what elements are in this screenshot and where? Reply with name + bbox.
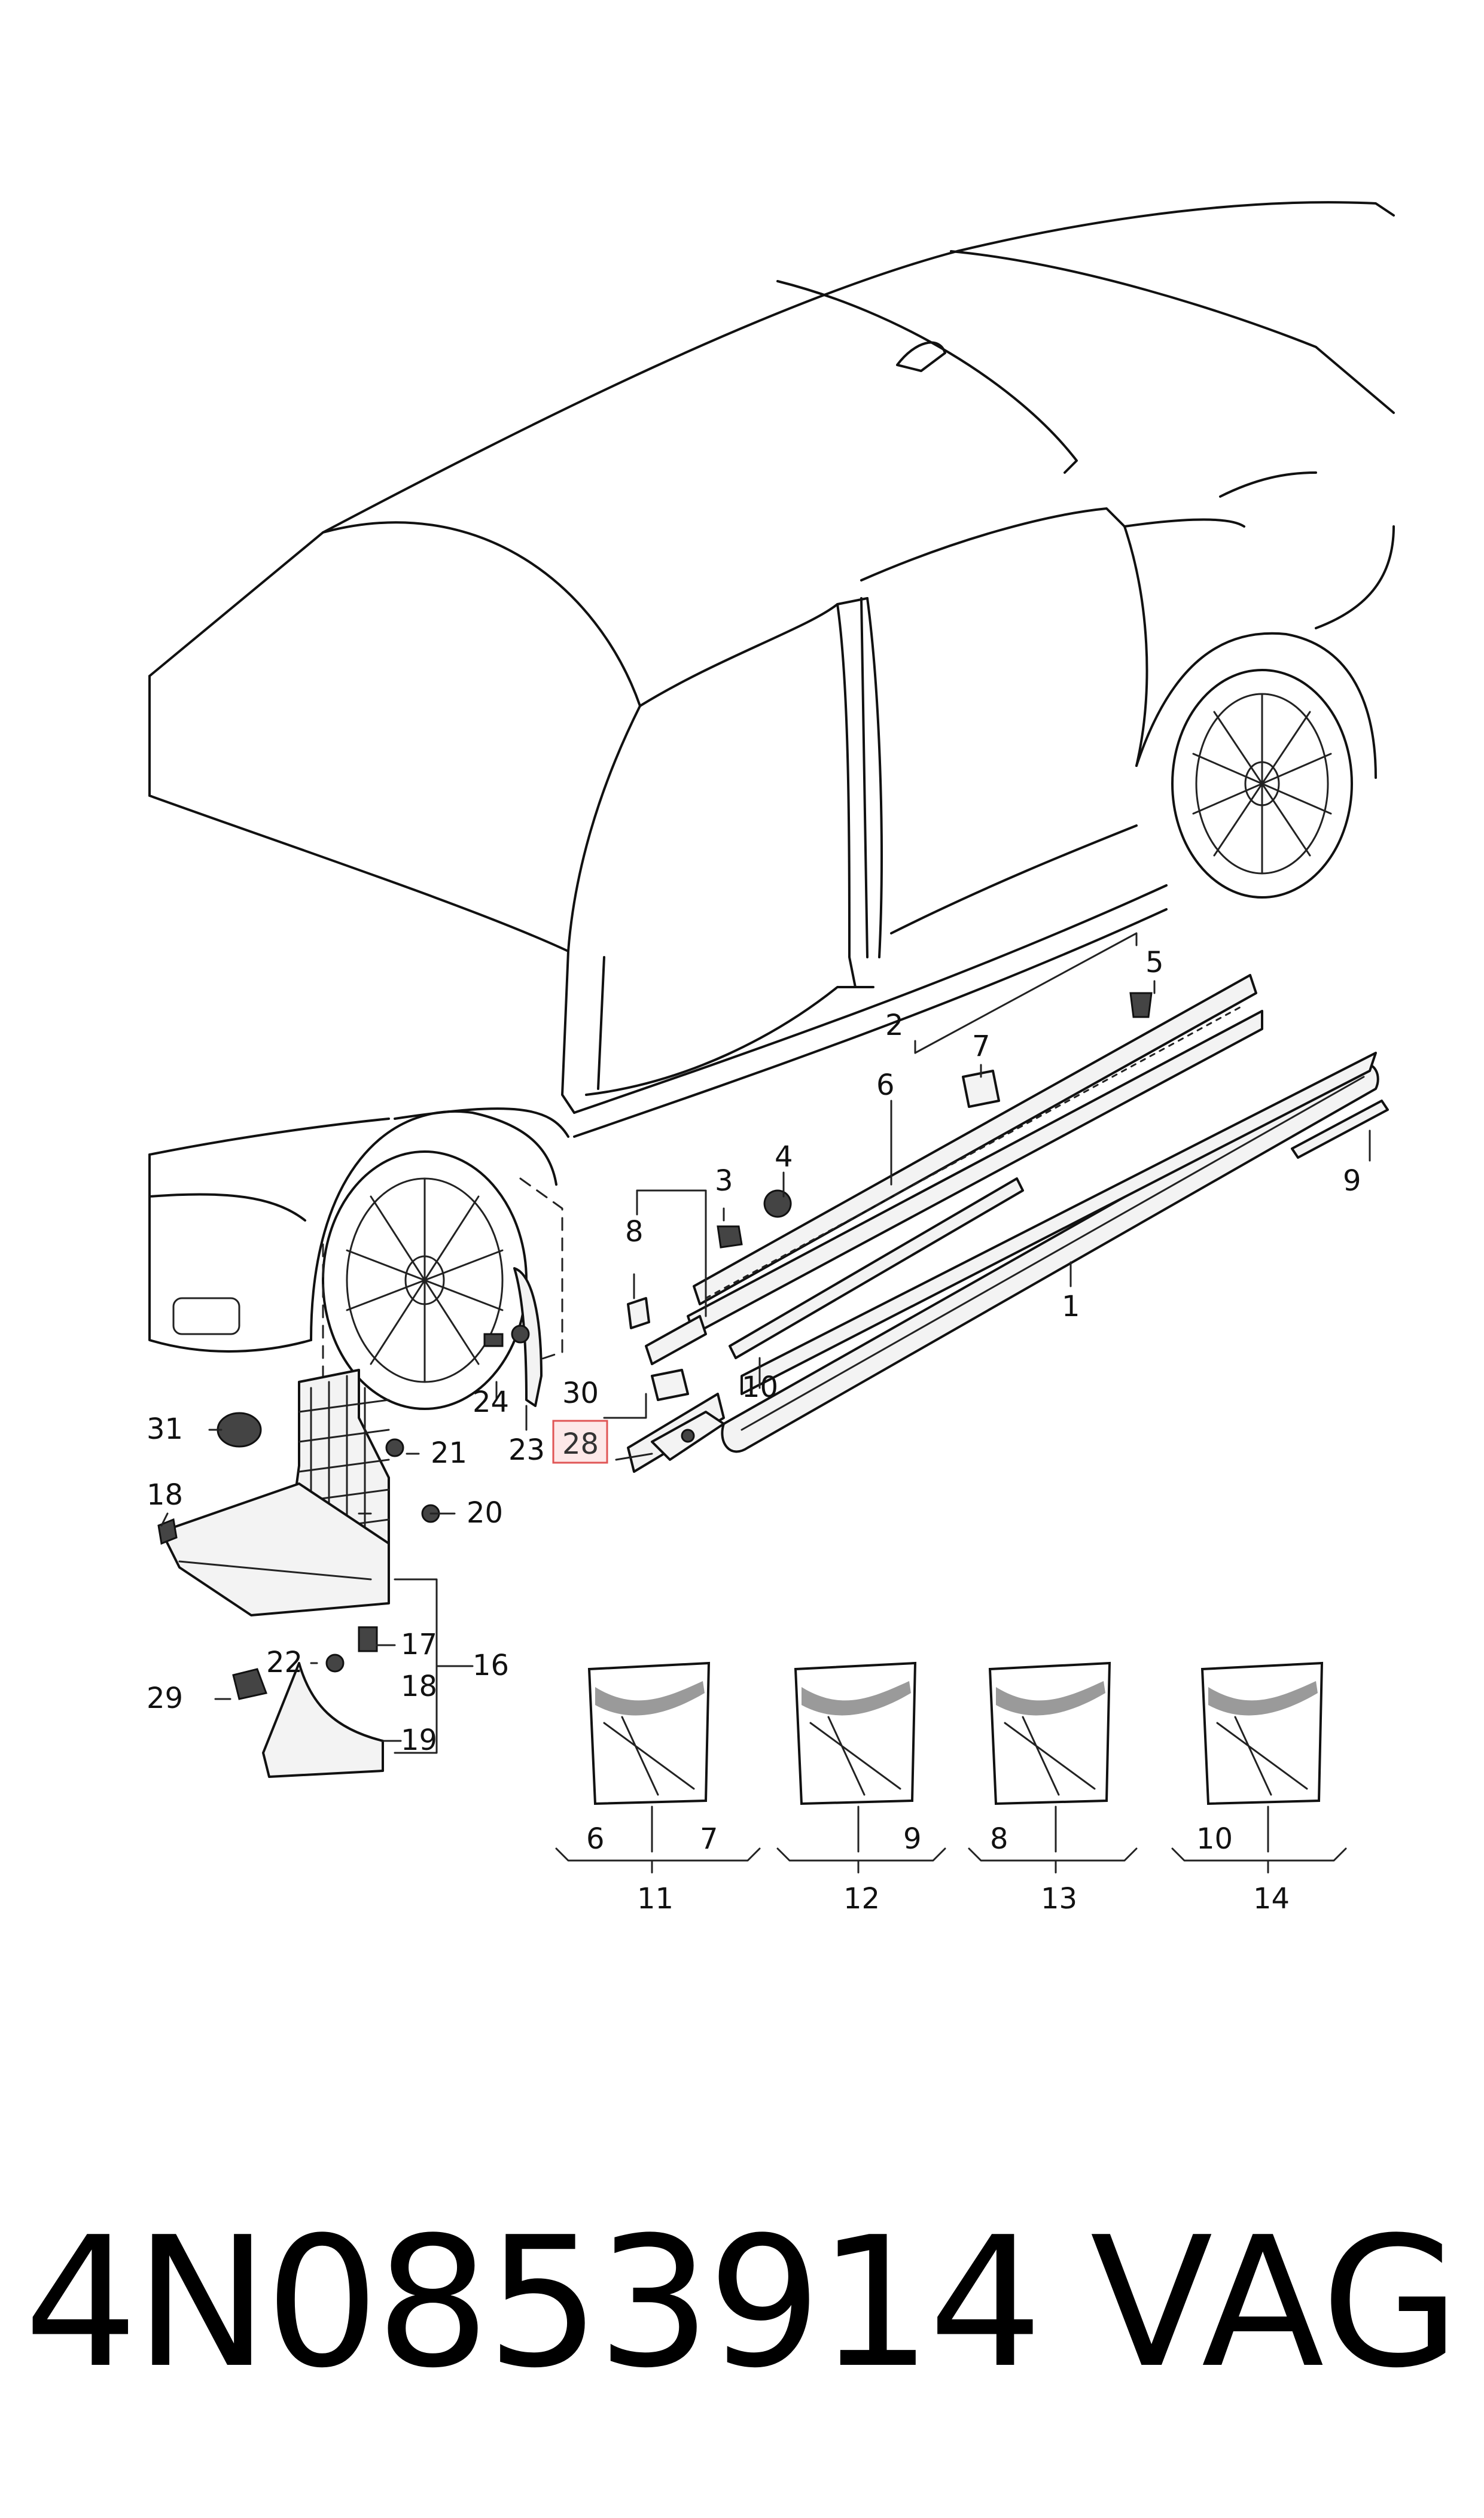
callout-7: 7 [972, 1030, 991, 1063]
kit-bag-14: 10 14 [1171, 1661, 1347, 1916]
callout-4: 4 [775, 1140, 793, 1174]
kit-11-right: 7 [700, 1822, 718, 1856]
brand-label: VAG [1090, 2199, 1460, 2407]
callout-21: 21 [431, 1436, 467, 1470]
callout-6: 6 [876, 1068, 895, 1102]
kit-12-right: 9 [903, 1822, 922, 1856]
wheel-liner [157, 1267, 543, 1778]
callout-17: 17 [401, 1628, 437, 1661]
callout-29: 29 [147, 1682, 183, 1715]
callout-22: 22 [266, 1646, 303, 1679]
leader-lines [160, 932, 1371, 1754]
inner-trim [693, 974, 1257, 1305]
kit-12-label: 12 [843, 1882, 880, 1916]
kit-bag-13: 8 13 [968, 1661, 1138, 1916]
kit-bag-12: 9 12 [776, 1661, 946, 1916]
kit-13-label: 13 [1041, 1882, 1077, 1916]
kit-11-label: 11 [637, 1882, 674, 1916]
callouts: 1 2 3 4 5 6 7 8 9 10 16 17 18 18 19 20 2… [147, 946, 1361, 1757]
kit-13-left: 8 [990, 1822, 1008, 1856]
callout-24: 24 [473, 1386, 509, 1419]
car-body [148, 201, 1395, 1473]
callout-18a: 18 [147, 1478, 183, 1512]
callout-31: 31 [147, 1412, 183, 1446]
callout-16: 16 [473, 1649, 509, 1682]
highlight-box-28 [552, 1420, 608, 1464]
callout-20: 20 [467, 1496, 503, 1530]
kit-14-label: 14 [1253, 1882, 1290, 1916]
callout-2: 2 [885, 1009, 904, 1042]
callout-9: 9 [1343, 1164, 1361, 1198]
callout-18b: 18 [401, 1670, 437, 1703]
callout-30: 30 [562, 1377, 599, 1410]
callout-3: 3 [715, 1164, 733, 1198]
callout-8: 8 [625, 1215, 644, 1249]
callout-1: 1 [1062, 1290, 1080, 1323]
callout-28: 28 [562, 1427, 599, 1461]
part-number-label: 4N0853914 [24, 2199, 1043, 2407]
kit-11-left: 6 [586, 1822, 605, 1856]
callout-10: 10 [742, 1371, 778, 1404]
callout-19: 19 [401, 1724, 437, 1757]
callout-23: 23 [508, 1433, 545, 1467]
kit-14-left: 10 [1196, 1822, 1233, 1856]
kit-bags: 6 7 11 9 12 8 13 10 14 [555, 1661, 1347, 1916]
kit-bag-11: 6 7 11 [555, 1661, 761, 1916]
sill-parts [627, 974, 1389, 1473]
callout-5: 5 [1145, 946, 1164, 979]
